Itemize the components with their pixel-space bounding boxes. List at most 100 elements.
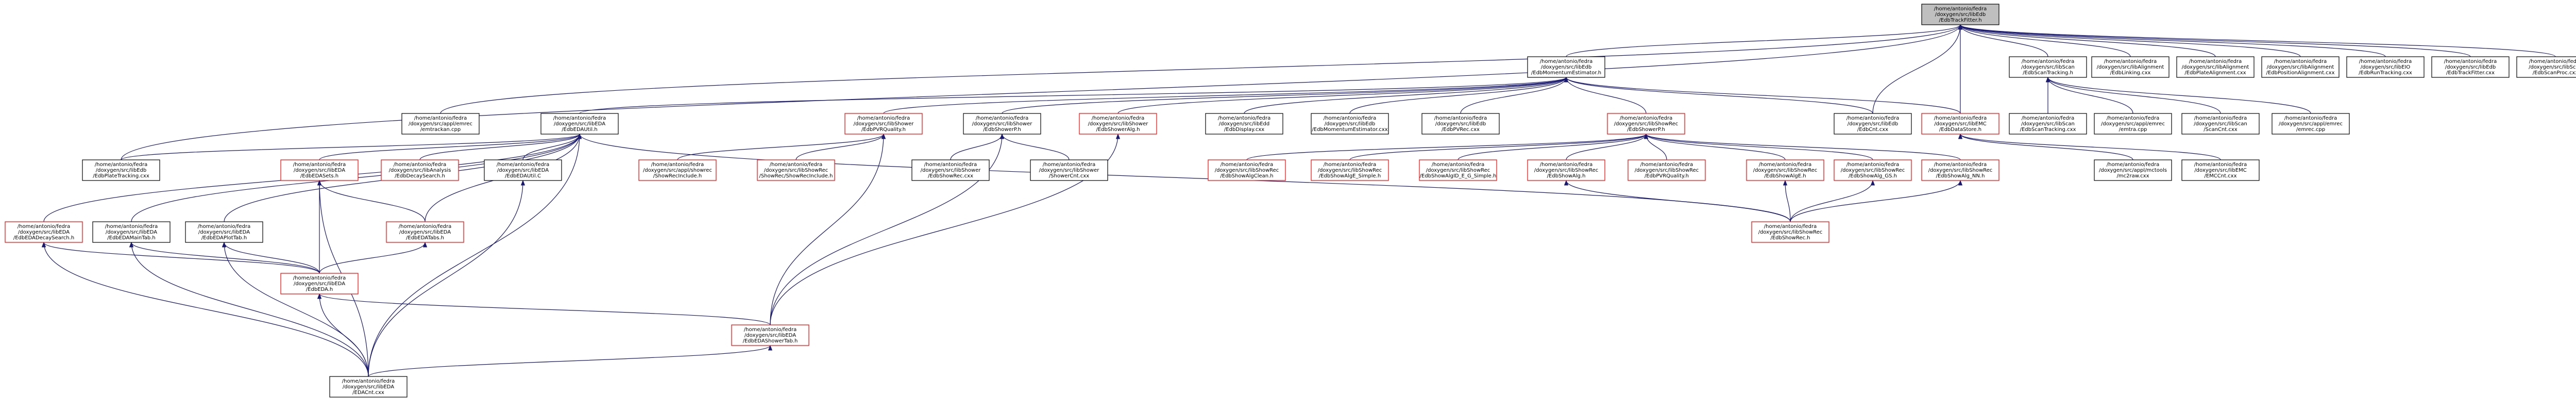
node-label-line: /home/antonio/fedra <box>2444 59 2497 64</box>
file-node-showRecCxx[interactable]: /home/antonio/fedra/doxygen/src/libShowe… <box>911 159 990 181</box>
file-node-shAlgSimple[interactable]: /home/antonio/fedra/doxygen/src/libShowR… <box>1311 159 1389 181</box>
node-label-line: /home/antonio/fedra <box>293 162 346 168</box>
file-node-edaAnalysis[interactable]: /home/antonio/fedra/doxygen/src/libAnaly… <box>381 159 459 181</box>
file-node-edaTabs[interactable]: /home/antonio/fedra/doxygen/src/libEDA/E… <box>386 221 464 243</box>
file-node-recInclude[interactable]: /home/antonio/fedra/doxygen/src/appl/sho… <box>638 159 717 181</box>
file-node-emtra[interactable]: /home/antonio/fedra/doxygen/src/appl/emr… <box>2094 113 2172 135</box>
file-node-runTrk[interactable]: /home/antonio/fedra/doxygen/src/libEIO/E… <box>2346 56 2425 78</box>
node-label-line: /EdbPVRec.cxx <box>1442 127 1480 133</box>
edge-showRecH-to-shAlgNN <box>1790 179 1875 222</box>
edge-edaShowerTab-to-plugUtil <box>770 133 886 325</box>
edge-plateTrk-to-root <box>121 24 1962 160</box>
file-node-showerCnt[interactable]: /home/antonio/fedra/doxygen/src/libShowe… <box>1030 159 1108 181</box>
file-node-edaPlotTab[interactable]: /home/antonio/fedra/doxygen/src/libEDA/E… <box>185 221 263 243</box>
edge-showerCnt-to-showerH <box>999 133 1070 160</box>
node-label-line: /doxygen/src/libShowRec <box>1426 168 1490 173</box>
edge-edaAnalysis-to-edaUtil <box>419 133 582 160</box>
node-label-line: /EdbPlateTracking.cxx <box>93 173 149 179</box>
node-box <box>2181 159 2260 181</box>
file-node-scanProc[interactable]: /home/antonio/fedra/doxygen/src/libScan/… <box>2516 56 2576 78</box>
edge-shAlgE-to-shRecH <box>1458 133 1649 160</box>
file-node-posAlign[interactable]: /home/antonio/fedra/doxygen/src/libAlign… <box>2261 56 2340 78</box>
edge-showerAlg-to-mom <box>1117 76 1568 114</box>
file-node-scanTrk[interactable]: /home/antonio/fedra/doxygen/src/libScan/… <box>2009 56 2087 78</box>
node-box <box>844 113 923 135</box>
file-node-edaShowerTab[interactable]: /home/antonio/fedra/doxygen/src/libEDA/E… <box>731 324 809 346</box>
node-label-line: /EdbShowAlg_NN.h <box>1936 173 1985 179</box>
node-label-line: /EdbScanProc.cxx <box>2533 70 2576 76</box>
file-node-edaUtilC[interactable]: /home/antonio/fedra/doxygen/src/libEDA/E… <box>484 159 562 181</box>
file-node-momCxx[interactable]: /home/antonio/fedra/doxygen/src/libEdb/E… <box>1311 113 1389 135</box>
node-label-line: /EMCCnt.cxx <box>2204 173 2236 179</box>
node-label-line: /home/antonio/fedra <box>553 116 606 121</box>
file-node-trkFitCxx[interactable]: /home/antonio/fedra/doxygen/src/libEdb/E… <box>2431 56 2510 78</box>
node-label-line: /doxygen/src/libShower <box>854 121 914 127</box>
file-node-edaCnt[interactable]: /home/antonio/fedra/doxygen/src/libEDA/E… <box>329 376 408 398</box>
node-label-line: /doxygen/src/libAlignment <box>2267 64 2334 70</box>
edge-edaCnt-to-edaPlotTab <box>222 241 369 377</box>
file-node-showRecH[interactable]: /home/antonio/fedra/doxygen/src/libShowR… <box>1751 221 1829 243</box>
file-node-emrec[interactable]: /home/antonio/fedra/doxygen/src/appl/emr… <box>2272 113 2350 135</box>
file-node-dataStore[interactable]: /home/antonio/fedra/doxygen/src/libEMC/E… <box>1921 113 1999 135</box>
file-node-shAlgNN[interactable]: /home/antonio/fedra/doxygen/src/libShowR… <box>1834 159 1912 181</box>
node-label-line: /doxygen/src/libScan <box>2021 121 2075 127</box>
file-node-plugUtil[interactable]: /home/antonio/fedra/doxygen/src/libShowe… <box>844 113 923 135</box>
edge-bcnt-to-mom <box>1564 76 1873 114</box>
file-node-shRecHb[interactable]: /home/antonio/fedra/doxygen/src/libShowR… <box>757 159 835 181</box>
edge-edaCnt-to-edaDecay <box>41 241 369 377</box>
file-node-pvrec[interactable]: /home/antonio/fedra/doxygen/src/libEdb/E… <box>1421 113 1500 135</box>
node-label-line: /EdbDataStore.h <box>1939 127 1981 133</box>
node-label-line: /doxygen/src/libEDA <box>106 229 157 235</box>
file-node-showerAlg[interactable]: /home/antonio/fedra/doxygen/src/libShowe… <box>1079 113 1157 135</box>
node-label-line: /home/antonio/fedra <box>497 162 549 168</box>
edge-momCxx-to-mom <box>1349 76 1569 114</box>
file-node-shAlgNN2[interactable]: /home/antonio/fedra/doxygen/src/libShowR… <box>1921 159 1999 181</box>
file-node-plateAlign[interactable]: /home/antonio/fedra/doxygen/src/libAlign… <box>2176 56 2255 78</box>
node-label-line: /doxygen/src/appl/emrec <box>2101 121 2165 127</box>
node-label-line: /home/antonio/fedra <box>744 327 796 333</box>
file-node-showerH[interactable]: /home/antonio/fedra/doxygen/src/libShowe… <box>963 113 1041 135</box>
file-node-edaDecay[interactable]: /home/antonio/fedra/doxygen/src/libEDA/E… <box>5 221 83 243</box>
file-node-shAlgE[interactable]: /home/antonio/fedra/doxygen/src/libShowR… <box>1419 159 1497 181</box>
file-node-shAlgClean[interactable]: /home/antonio/fedra/doxygen/src/libShowR… <box>1208 159 1286 181</box>
node-label-line: /doxygen/src/libEIO <box>2361 64 2411 70</box>
node-box <box>1921 113 1999 135</box>
file-node-edaSets[interactable]: /home/antonio/fedra/doxygen/src/libEDA/E… <box>280 159 359 181</box>
file-node-shAlgGS[interactable]: /home/antonio/fedra/doxygen/src/libShowR… <box>1746 159 1824 181</box>
node-label-line: /EdbMomentumEstimator.cxx <box>1312 127 1387 133</box>
file-node-emcCnt[interactable]: /home/antonio/fedra/doxygen/src/libEMC/E… <box>2181 159 2260 181</box>
node-box <box>280 273 359 294</box>
node-label-line: /doxygen/src/libEDA <box>744 333 796 338</box>
file-node-scanTrkCxx[interactable]: /home/antonio/fedra/doxygen/src/libScan/… <box>2009 113 2087 135</box>
node-label-line: /doxygen/src/libEDA <box>497 168 549 173</box>
node-label-line: /home/antonio/fedra <box>2107 116 2159 121</box>
node-label-line: /doxygen/src/libShower <box>1039 168 1100 173</box>
file-node-edaMainTab[interactable]: /home/antonio/fedra/doxygen/src/libEDA/E… <box>92 221 171 243</box>
file-node-mom[interactable]: /home/antonio/fedra/doxygen/src/libEdb/E… <box>1527 56 1605 78</box>
file-node-edbLinking[interactable]: /home/antonio/fedra/doxygen/src/libAlign… <box>2091 56 2170 78</box>
edge-edaCnt-to-edaMainTab <box>129 241 369 377</box>
node-box <box>2094 159 2172 181</box>
file-node-mcTools[interactable]: /home/antonio/fedra/doxygen/src/appl/mct… <box>2094 159 2172 181</box>
node-label-line: /home/antonio/fedra <box>18 224 70 229</box>
node-box <box>2346 56 2425 78</box>
file-node-shRecH[interactable]: /home/antonio/fedra/doxygen/src/libShowR… <box>1607 113 1685 135</box>
edge-showRecCxx-to-showerH <box>950 133 1005 160</box>
file-node-edaH[interactable]: /home/antonio/fedra/doxygen/src/libEDA/E… <box>280 273 359 294</box>
node-label-line: /home/antonio/fedra <box>1043 162 1095 168</box>
node-label-line: /doxygen/src/libShowRec <box>764 168 828 173</box>
edge-recInclude-to-plugUtil <box>677 133 886 160</box>
file-node-bcnt[interactable]: /home/antonio/fedra/doxygen/src/libEdb/E… <box>1834 113 1912 135</box>
file-node-edaUtil[interactable]: /home/antonio/fedra/doxygen/src/libEDA/E… <box>540 113 619 135</box>
file-node-shAlgH[interactable]: /home/antonio/fedra/doxygen/src/libShowR… <box>1527 159 1605 181</box>
edge-runTrk-to-root <box>1958 24 2386 57</box>
file-node-edbDisplay[interactable]: /home/antonio/fedra/doxygen/src/libEdd/E… <box>1205 113 1283 135</box>
node-label-line: /EdbRunTracking.cxx <box>2359 70 2412 76</box>
file-node-plateTrk[interactable]: /home/antonio/fedra/doxygen/src/libEdb/E… <box>82 159 160 181</box>
node-label-line: /doxygen/src/libEDA <box>294 281 345 287</box>
node-label-line: /home/antonio/fedra <box>1432 162 1484 168</box>
node-label-line: /EdbDisplay.cxx <box>1224 127 1264 133</box>
file-node-scanCnt[interactable]: /home/antonio/fedra/doxygen/src/libScan/… <box>2181 113 2260 135</box>
file-node-emtrackan[interactable]: /home/antonio/fedra/doxygen/src/appl/emr… <box>401 113 480 135</box>
file-node-pvrQuality[interactable]: /home/antonio/fedra/doxygen/src/libShowR… <box>1628 159 1706 181</box>
